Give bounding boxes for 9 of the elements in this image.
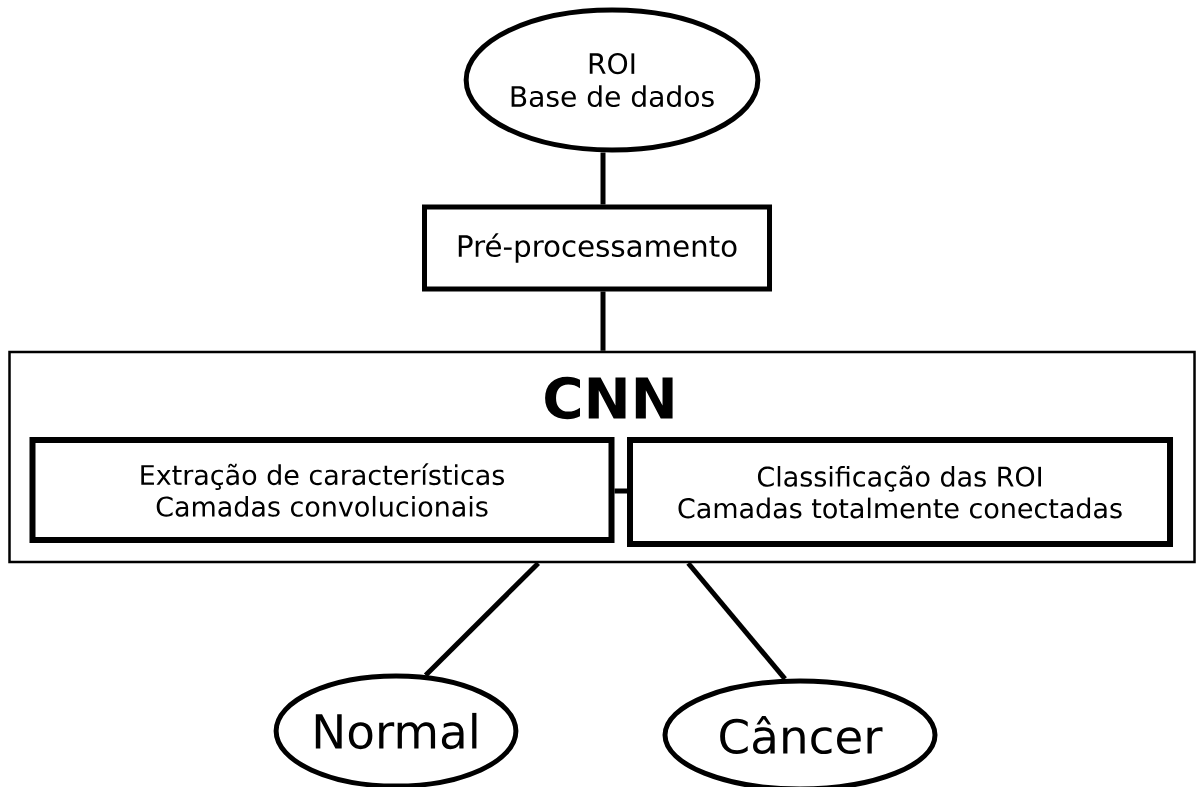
connector-line	[600, 291, 606, 351]
connector-line	[614, 488, 627, 494]
connector-line	[423, 561, 540, 677]
layer-box: Classificação das ROI Camadas totalmente conectadas	[627, 437, 1173, 547]
connector-line	[600, 152, 606, 205]
ellipse-node: ROI Base de dados	[463, 7, 761, 153]
connector-line	[686, 561, 787, 681]
layer-box: Extração de características Camadas convolucionais	[29, 437, 615, 543]
process-box: Pré-processamento	[422, 204, 772, 292]
